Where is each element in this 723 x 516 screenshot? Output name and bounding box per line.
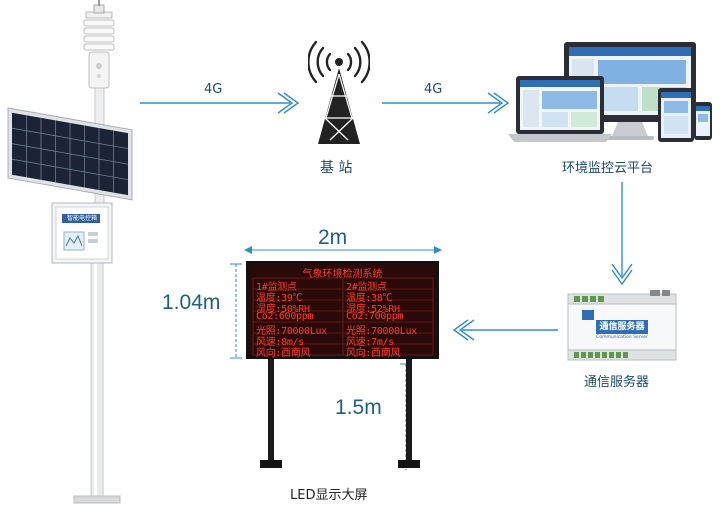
server-logo-text: 通信服务器 — [599, 322, 645, 332]
led-right-row: 光照:70000Lux — [346, 326, 417, 337]
led-left-row: 光照:70000Lux — [256, 326, 327, 337]
led-right-row: 湿度:52%RH — [346, 304, 400, 315]
antenna-tower-icon — [308, 40, 370, 148]
led-screen-label: LED显示大屏 — [290, 488, 368, 503]
width-dimension-line — [238, 238, 448, 262]
pole-height-dimension-label: 1.5m — [335, 396, 382, 419]
led-board: 气象环境检测系统 1#监测点 温度:39℃ 湿度:50%RH Co2:600pp… — [246, 261, 439, 359]
height-dimension-line — [226, 262, 246, 360]
led-board-grid — [252, 277, 434, 356]
weather-station: 智能电控箱 — [0, 0, 140, 516]
server-label: 通信服务器 — [584, 375, 650, 390]
led-left-row: 1#监测点 — [256, 282, 297, 293]
led-left-row: 湿度:50%RH — [256, 304, 310, 315]
led-left-row: 风向:西南风 — [256, 348, 311, 359]
flow-arrow-left — [452, 316, 562, 344]
height-dimension-label: 1.04m — [162, 291, 221, 314]
flow-arrow-1 — [138, 90, 300, 118]
communication-server-device: 通信服务器 Communication Server — [566, 290, 678, 364]
led-board-title: 气象环境检测系统 — [302, 269, 383, 280]
led-right-row: Co2:700ppm — [346, 311, 404, 322]
led-left-row: Co2:600ppm — [256, 311, 314, 322]
led-right-row: 2#监测点 — [346, 282, 387, 293]
flow-arrow-2 — [380, 90, 510, 118]
cloud-platform-devices — [508, 40, 714, 150]
led-left-row: 温度:39℃ — [256, 293, 303, 304]
led-left-row: 风速:8m/s — [256, 337, 305, 348]
led-right-row: 风速:7m/s — [346, 337, 395, 348]
cloud-platform-label: 环境监控云平台 — [562, 161, 654, 176]
base-station-label: 基 站 — [320, 160, 353, 176]
width-dimension-label: 2m — [318, 226, 348, 249]
arrow-2-label: 4G — [424, 82, 443, 97]
arrow-1-label: 4G — [204, 82, 223, 97]
flow-arrow-down — [608, 178, 636, 288]
led-right-row: 风向:西南风 — [346, 348, 401, 359]
control-box-label: 智能电控箱 — [66, 215, 97, 222]
led-board-stand — [240, 356, 440, 476]
led-right-row: 温度:38℃ — [346, 293, 393, 304]
server-logo-subtitle: Communication Server — [596, 335, 648, 340]
